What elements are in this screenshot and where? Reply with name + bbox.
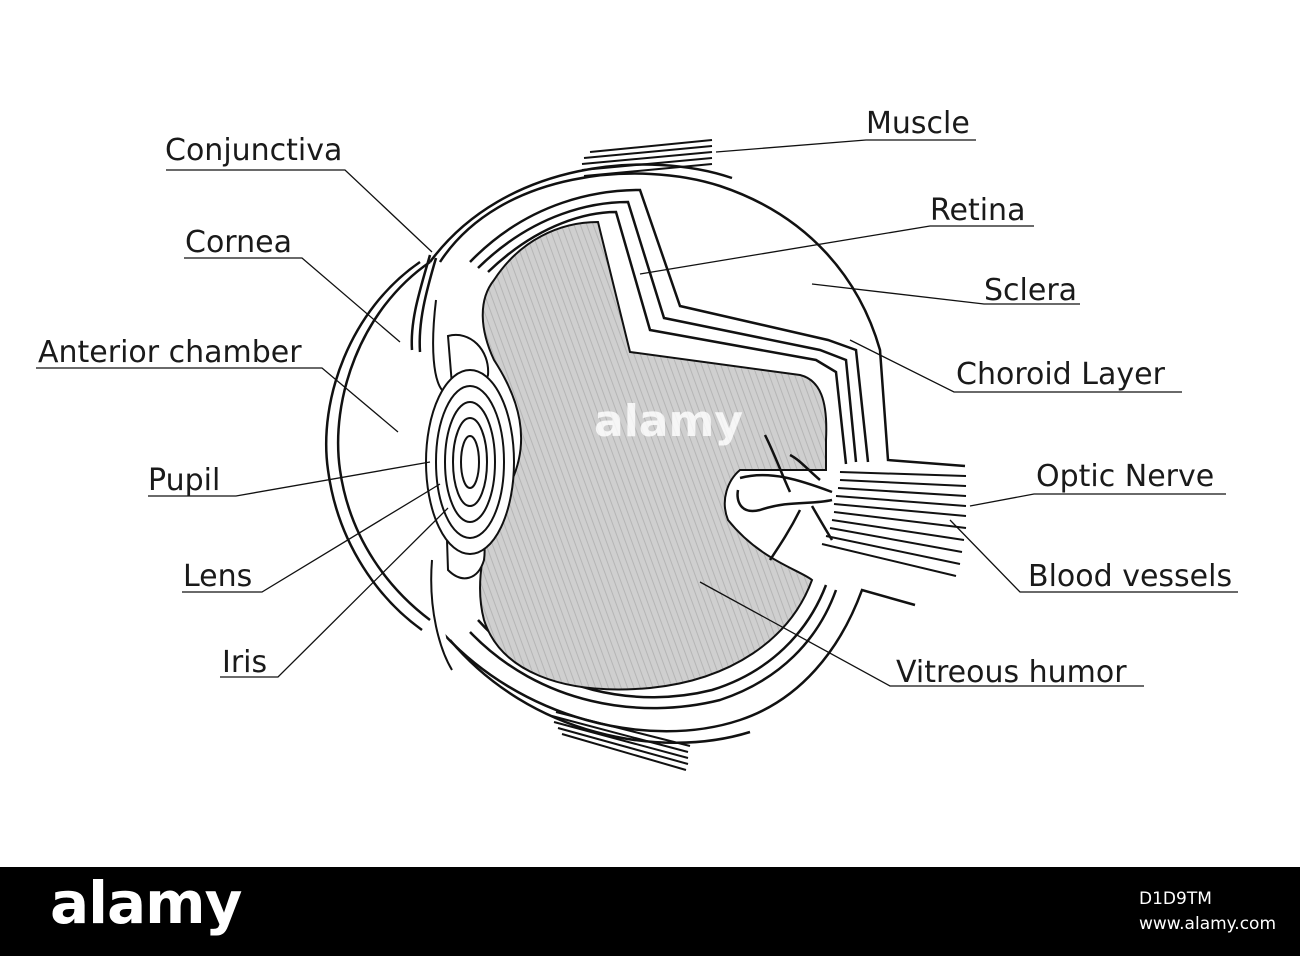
label-blood-vessels: Blood vessels [1028, 559, 1232, 594]
sclera-outline [428, 163, 966, 745]
label-conjunctiva: Conjunctiva [165, 133, 342, 168]
footer-bar: alamy D1D9TM www.alamy.com [0, 867, 1300, 956]
cornea-conjunctiva [324, 254, 438, 632]
footer-image-code: D1D9TM [1139, 889, 1212, 909]
label-anterior-chamber: Anterior chamber [38, 335, 302, 370]
lower-muscle [551, 711, 691, 771]
footer-brand-logo: alamy [50, 869, 242, 937]
upper-muscle [581, 139, 713, 177]
label-retina: Retina [930, 193, 1025, 228]
label-lens: Lens [183, 559, 252, 594]
vitreous-humor-fill [479, 220, 828, 691]
optic-nerve-fibers [821, 471, 967, 577]
watermark: alamy [594, 396, 743, 447]
label-pupil: Pupil [148, 463, 220, 498]
lens-shape [425, 369, 515, 555]
footer-image-info: D1D9TM www.alamy.com [1139, 887, 1276, 937]
label-vitreous-humor: Vitreous humor [896, 655, 1127, 690]
eye-anatomy-diagram: Conjunctiva Cornea Anterior chamber Pupi… [36, 106, 1238, 771]
label-iris: Iris [222, 645, 267, 680]
footer-site: www.alamy.com [1139, 914, 1277, 934]
label-optic-nerve: Optic Nerve [1036, 459, 1214, 494]
label-cornea: Cornea [185, 225, 292, 260]
label-choroid-layer: Choroid Layer [956, 357, 1166, 392]
label-muscle: Muscle [866, 106, 970, 141]
blood-vessel-branches [736, 434, 834, 561]
label-sclera: Sclera [984, 273, 1077, 308]
leader-lines [36, 139, 1238, 687]
